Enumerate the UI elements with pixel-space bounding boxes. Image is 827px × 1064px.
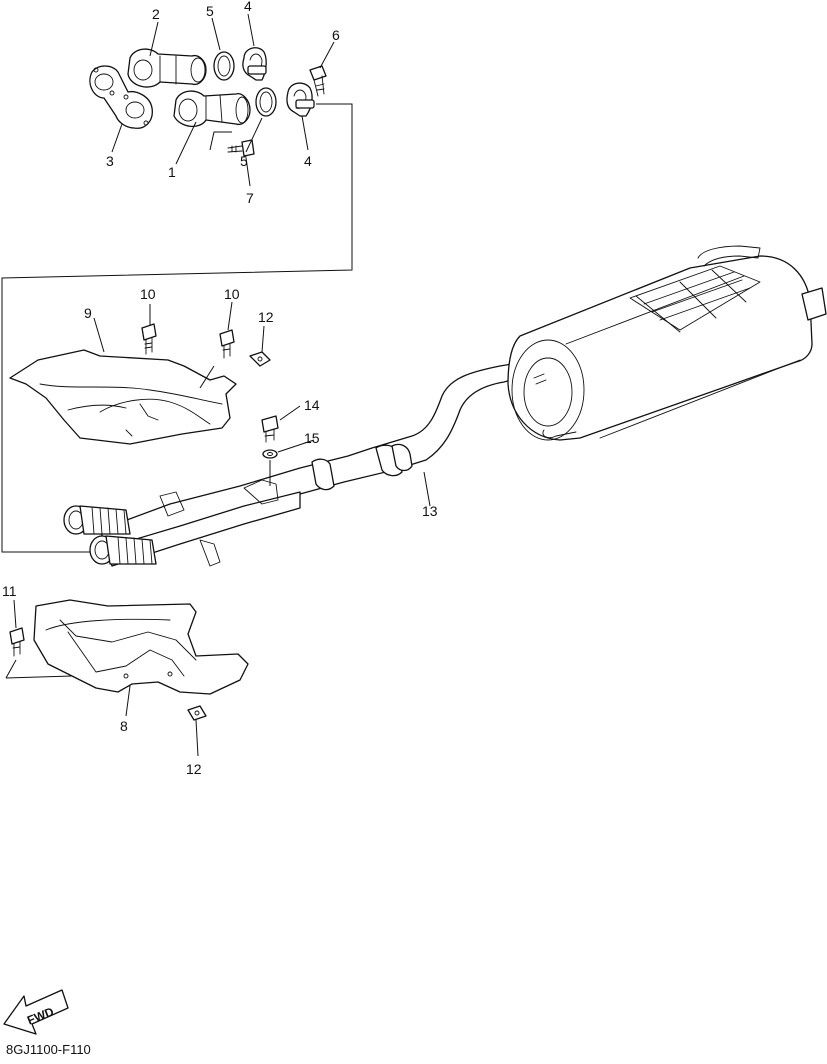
gasket-3 (89, 65, 153, 129)
bolt-6 (309, 65, 327, 97)
callout-11: 11 (2, 583, 17, 599)
muffler-assembly-13 (63, 245, 827, 567)
callout-10: 10 (140, 286, 156, 302)
bolt-14 (261, 415, 279, 443)
clip-12-lower (187, 705, 207, 721)
callout-13: 13 (422, 503, 438, 519)
clamp-4-upper (242, 47, 267, 81)
flex-inlet-lower (89, 535, 157, 565)
callout-4: 4 (244, 0, 252, 14)
callout-5b: 5 (240, 153, 248, 169)
leader-lines (5, 13, 431, 757)
fwd-arrow-icon: FWD (3, 989, 69, 1035)
callout-3: 3 (106, 153, 114, 169)
gasket-5-upper (213, 51, 235, 81)
protector-8 (33, 599, 249, 695)
bolt-10-left (141, 323, 157, 355)
clip-12-upper (249, 351, 271, 367)
callout-5: 5 (206, 3, 214, 19)
exhaust-pipe-1 (173, 90, 251, 127)
callout-10b: 10 (224, 286, 240, 302)
callout-labels: 2 5 4 6 3 1 5 4 7 9 10 10 12 14 15 13 11… (2, 0, 438, 777)
callout-1: 1 (168, 164, 176, 180)
callout-7: 7 (246, 190, 254, 206)
grouping-bracket (1, 103, 353, 553)
callout-9: 9 (84, 305, 92, 321)
callout-4b: 4 (304, 153, 312, 169)
washer-15 (262, 449, 278, 459)
callout-15: 15 (304, 430, 320, 446)
callout-2: 2 (152, 6, 160, 22)
diagram-code: 8GJ1100-F110 (6, 1042, 91, 1057)
callout-6: 6 (332, 27, 340, 43)
callout-14: 14 (304, 397, 320, 413)
heat-protector-9 (9, 349, 237, 445)
exhaust-pipe-2 (127, 48, 207, 88)
bolt-10-right (219, 329, 235, 359)
callout-12: 12 (258, 309, 274, 325)
clamp-4-lower (286, 82, 315, 117)
callout-12b: 12 (186, 761, 202, 777)
callout-8: 8 (120, 718, 128, 734)
gasket-5-lower (255, 87, 277, 117)
bolt-11 (9, 627, 25, 657)
flex-inlet-upper (63, 505, 131, 535)
